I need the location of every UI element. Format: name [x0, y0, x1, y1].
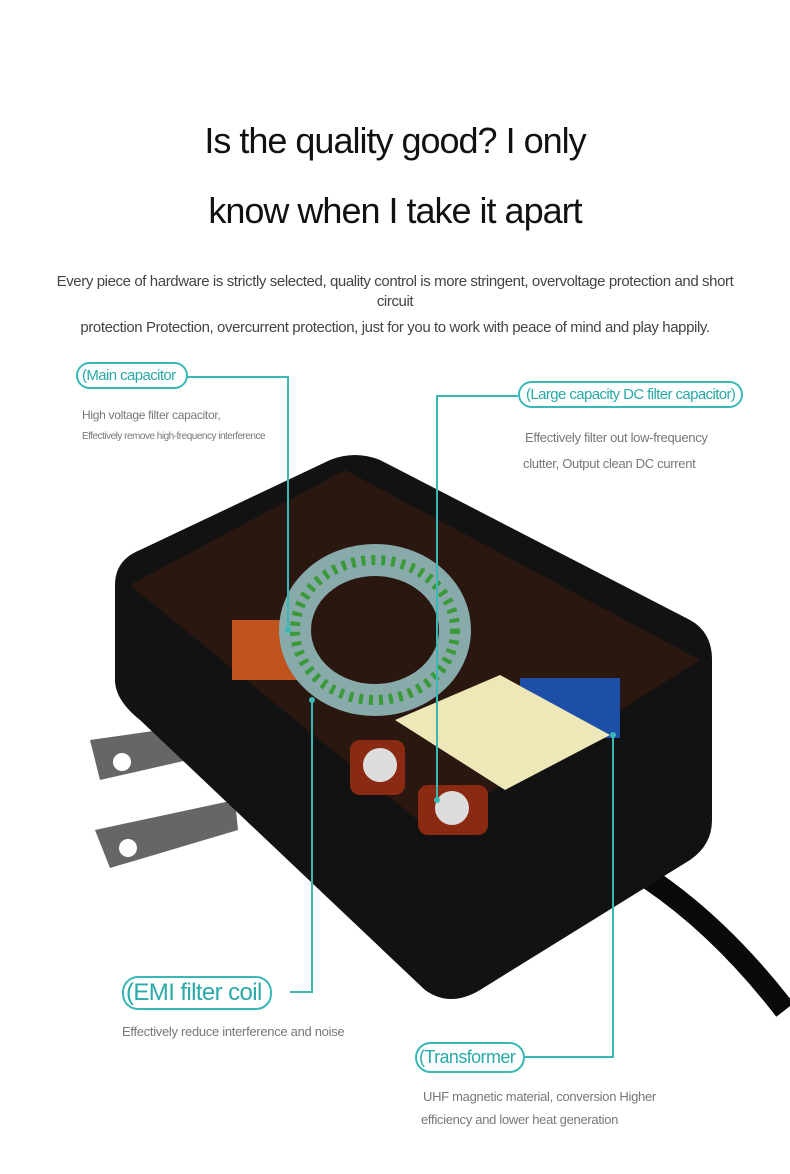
intro-line-1: Every piece of hardware is strictly sele…	[56, 273, 734, 310]
headline-line-2: know when I take it apart	[208, 190, 582, 231]
note-dc-capacitor-2: clutter, Output clean DC current	[523, 456, 696, 471]
note-transformer-2: efficiency and lower heat generation	[421, 1112, 619, 1127]
callout-dc-filter-capacitor: (Large capacity DC filter capacitor)	[518, 381, 744, 408]
note-emi-coil: Effectively reduce interference and nois…	[122, 1024, 345, 1039]
note-main-capacitor-1: High voltage filter capacitor,	[82, 408, 221, 422]
plug-prong-bottom	[95, 800, 238, 868]
callout-main-capacitor-label: (Main capacitor	[82, 367, 176, 384]
note-transformer-1: UHF magnetic material, conversion Higher	[423, 1089, 656, 1104]
transformer	[395, 675, 610, 790]
intro-text: Every piece of hardware is strictly sele…	[55, 272, 735, 344]
callout-dc-filter-capacitor-label: (Large capacity DC filter capacitor)	[526, 386, 736, 403]
callout-emi-filter-coil-label: (EMI filter coil	[126, 979, 262, 1006]
headline-line-1: Is the quality good? I only	[204, 120, 586, 161]
callout-emi-filter-coil: (EMI filter coil	[122, 976, 272, 1010]
intro-line-2: protection Protection, overcurrent prote…	[80, 319, 710, 336]
callout-transformer: (Transformer	[415, 1042, 526, 1073]
note-main-capacitor-2: Effectively remove high-frequency interf…	[82, 431, 266, 442]
note-dc-capacitor-1: Effectively filter out low-frequency	[525, 430, 708, 445]
callout-transformer-label: (Transformer	[419, 1047, 516, 1067]
callout-main-capacitor: (Main capacitor	[76, 362, 188, 389]
leader-lines	[180, 376, 614, 1058]
